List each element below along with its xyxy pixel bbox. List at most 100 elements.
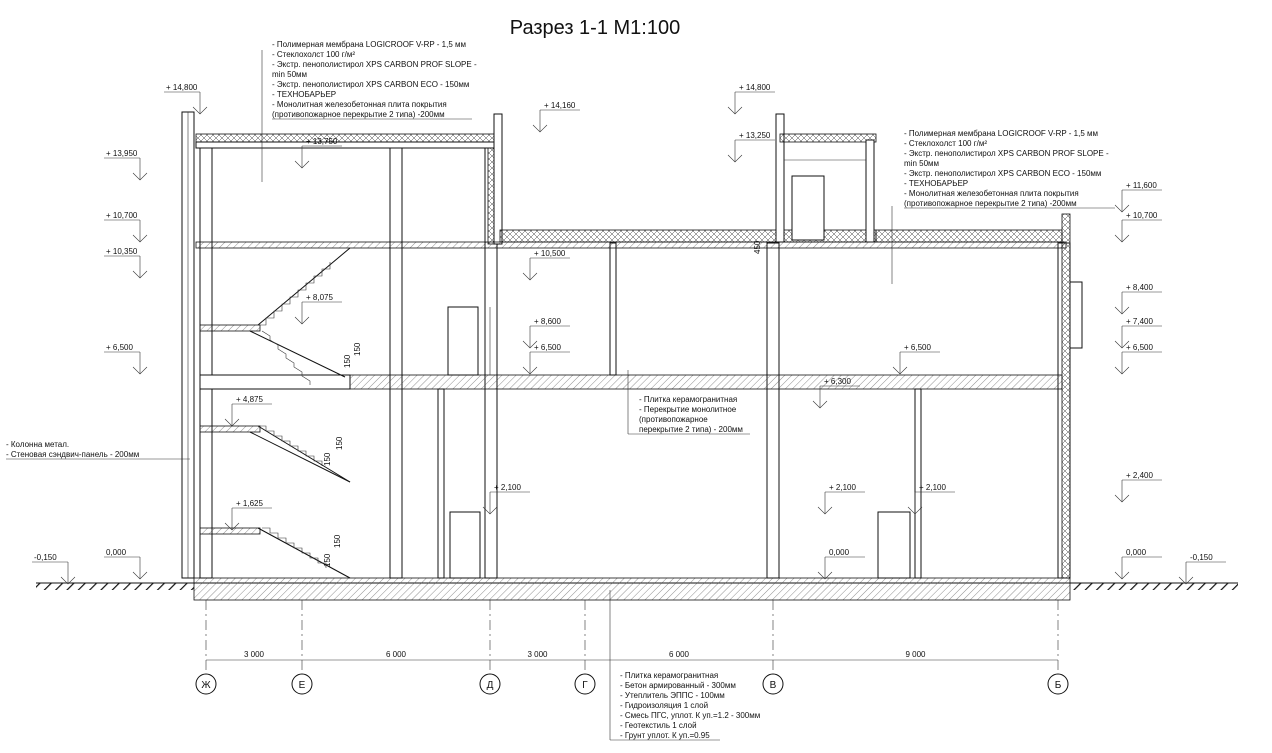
span-dim-2: 3 000	[527, 650, 548, 659]
level-right-3: + 7,400	[1114, 317, 1162, 349]
level-inner-9: + 1,625	[224, 499, 272, 531]
svg-text:- Утеплитель ЭППС - 100мм: - Утеплитель ЭППС - 100мм	[620, 691, 725, 700]
stair-mark-4: 150	[335, 436, 344, 450]
svg-text:- Перекрытие монолитное: - Перекрытие монолитное	[639, 405, 737, 414]
roof-note-right: - Полимерная мембрана LOGICROOF V-RP - 1…	[891, 129, 1115, 284]
level-inner-11: + 6,300	[812, 377, 860, 409]
svg-text:- Грунт уплот. К уп.=0.95: - Грунт уплот. К уп.=0.95	[620, 731, 710, 740]
svg-text:- Гидроизоляция 1 слой: - Гидроизоляция 1 слой	[620, 701, 708, 710]
level-inner-14-text: + 2,100	[919, 483, 946, 492]
level-right-2-text: + 8,400	[1126, 283, 1153, 292]
svg-text:- Экстр. пенополистирол XPS C: - Экстр. пенополистирол XPS CARBON PROF …	[272, 60, 477, 69]
ground-note: - Плитка керамогранитная - Бетон армиров…	[609, 590, 760, 741]
level-left-4-text: + 6,500	[106, 343, 133, 352]
svg-text:- ТЕХНОБАРЬЕР: - ТЕХНОБАРЬЕР	[272, 90, 336, 99]
svg-text:- Стеновая сэндвич-панель - 20: - Стеновая сэндвич-панель - 200мм	[6, 450, 139, 459]
svg-text:(противопожарное: (противопожарное	[639, 415, 708, 424]
level-inner-0: + 14,160	[532, 101, 580, 133]
level-inner-9-text: + 1,625	[236, 499, 263, 508]
svg-text:- Монолитная железобетонная пл: - Монолитная железобетонная плита покрыт…	[904, 189, 1079, 198]
svg-text:- Смесь ПГС, уплот. К уп.=1.2: - Смесь ПГС, уплот. К уп.=1.2 - 300мм	[620, 711, 760, 720]
axis-label-1: Е	[299, 680, 306, 691]
span-dim-0: 3 000	[244, 650, 265, 659]
svg-text:- Экстр. пенополистирол XPS CA: - Экстр. пенополистирол XPS CARBON ECO -…	[272, 80, 469, 89]
level-inner-7-text: + 6,500	[534, 343, 561, 352]
level-right-5-text: + 2,400	[1126, 471, 1153, 480]
level-right-6-text: 0,000	[1126, 548, 1147, 557]
level-markers: + 14,800 + 13,950 + 10,700 + 10,350 + 6,500 -…	[32, 83, 1226, 585]
level-inner-11-text: + 6,300	[824, 377, 851, 386]
level-right-2: + 8,400	[1114, 283, 1162, 315]
svg-text:- Полимерная мембрана LOGICROO: - Полимерная мембрана LOGICROOF V-RP - 1…	[272, 40, 466, 49]
door-floor2	[447, 306, 479, 376]
roof-slab-left	[195, 133, 501, 143]
span-dim-4: 9 000	[905, 650, 926, 659]
axis-bubble-1	[291, 673, 313, 695]
level-left-1-text: + 13,950	[106, 149, 138, 158]
axis-label-4: В	[770, 680, 777, 691]
level-left-6-text: 0,000	[106, 548, 127, 557]
level-right-7-text: -0,150	[1190, 553, 1213, 562]
stair-mark-7: 450	[753, 240, 762, 254]
svg-text:- Экстр. пенополистирол XPS CA: - Экстр. пенополистирол XPS CARBON ECO -…	[904, 169, 1101, 178]
door-floor1-right	[877, 511, 911, 579]
stair-mark-5: 150	[323, 553, 332, 567]
span-dim-3: 6 000	[669, 650, 690, 659]
svg-text:- Монолитная железобетонная пл: - Монолитная железобетонная плита покрыт…	[272, 100, 447, 109]
level-left-2: + 10,700	[104, 211, 148, 243]
level-inner-2-text: + 13,250	[739, 131, 771, 140]
axis-bubble-4	[762, 673, 784, 695]
level-right-4: + 6,500	[1114, 343, 1162, 375]
level-left-1: + 13,950	[104, 149, 148, 181]
column-zh	[199, 142, 213, 579]
level-inner-4: + 8,075	[294, 293, 342, 325]
axis-label-2: Д	[487, 680, 494, 691]
level-inner-1-text: + 14,800	[739, 83, 771, 92]
level-right-0: + 11,600	[1114, 181, 1162, 213]
level-left-6: 0,000	[104, 548, 148, 580]
svg-text:min 50мм: min 50мм	[272, 70, 307, 79]
level-inner-4-text: + 8,075	[306, 293, 333, 302]
svg-text:- Экстр. пенополистирол XPS C: - Экстр. пенополистирол XPS CARBON PROF …	[904, 149, 1109, 158]
slab-6500	[349, 374, 1063, 390]
ground-hatch-left	[36, 583, 194, 590]
svg-text:- Плитка керамогранитная: - Плитка керамогранитная	[620, 671, 718, 680]
level-right-7: -0,150	[1178, 553, 1226, 585]
level-inner-8: + 4,875	[224, 395, 272, 427]
drawing-title: Разрез 1-1 М1:100	[510, 17, 680, 39]
svg-text:- Стеклохолст 100 г/м²: - Стеклохолст 100 г/м²	[904, 139, 987, 148]
level-inner-6-text: + 8,600	[534, 317, 561, 326]
level-inner-13: 0,000	[817, 548, 865, 580]
axis-bubble-2	[479, 673, 501, 695]
roof-note-left: - Полимерная мембрана LOGICROOF V-RP - 1…	[261, 40, 477, 182]
axis-bubble-0	[195, 673, 217, 695]
door-floor1-left	[449, 511, 481, 579]
svg-text:- ТЕХНОБАРЬЕР: - ТЕХНОБАРЬЕР	[904, 179, 968, 188]
stair-mark-6: 150	[333, 534, 342, 548]
level-inner-10: + 2,100	[482, 483, 530, 515]
svg-text:- Полимерная мембрана LOGICROO: - Полимерная мембрана LOGICROOF V-RP - 1…	[904, 129, 1098, 138]
level-left-0: + 14,800	[164, 83, 208, 115]
svg-text:(противопожарное перекрытие 2: (противопожарное перекрытие 2 типа) -200…	[272, 110, 445, 119]
level-left-3: + 10,350	[104, 247, 148, 279]
level-inner-10-text: + 2,100	[494, 483, 521, 492]
level-inner-5: + 10,500	[522, 249, 570, 281]
level-left-5: -0,150	[32, 553, 76, 585]
stair-mark-2: 150	[353, 342, 362, 356]
axis-bubble-5	[1047, 673, 1069, 695]
level-inner-15-text: + 6,500	[904, 343, 931, 352]
svg-text:min 50мм: min 50мм	[904, 159, 939, 168]
floor-note: - Плитка керамогранитная - Перекрытие мо…	[627, 370, 750, 435]
level-inner-14: + 2,100	[907, 483, 955, 515]
level-inner-2: + 13,250	[727, 131, 775, 163]
level-inner-6: + 8,600	[522, 317, 570, 349]
column-e	[389, 142, 403, 579]
stair-mark-3: 150	[323, 452, 332, 466]
level-left-0-text: + 14,800	[166, 83, 198, 92]
svg-text:(противопожарное перекрытие 2: (противопожарное перекрытие 2 типа) -200…	[904, 199, 1077, 208]
level-left-3-text: + 10,350	[106, 247, 138, 256]
level-inner-0-text: + 14,160	[544, 101, 576, 110]
level-inner-3-text: + 13,750	[306, 137, 338, 146]
svg-text:- Плитка керамогранитная: - Плитка керамогранитная	[639, 395, 737, 404]
